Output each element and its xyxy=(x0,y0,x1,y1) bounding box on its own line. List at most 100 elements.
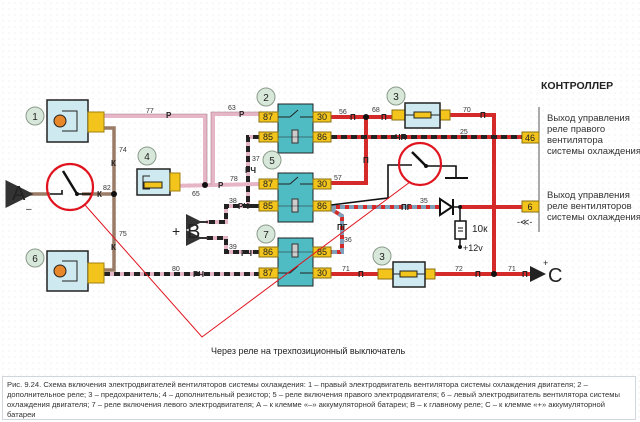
svg-text:П: П xyxy=(522,270,528,279)
svg-text:системы охлаждения: системы охлаждения xyxy=(547,212,640,223)
svg-text:35: 35 xyxy=(420,198,428,205)
svg-text:36: 36 xyxy=(344,237,352,244)
svg-text:85: 85 xyxy=(263,132,273,142)
svg-text:РЧ: РЧ xyxy=(245,166,256,175)
svg-text:К: К xyxy=(111,243,116,252)
svg-text:65: 65 xyxy=(192,191,200,198)
wire-77 xyxy=(104,114,207,185)
figure-caption: Рис. 9.24. Схема включения электродвигат… xyxy=(2,376,636,420)
motor-icon xyxy=(53,114,67,128)
wire-74-75 xyxy=(104,126,116,272)
svg-text:К: К xyxy=(111,159,116,168)
terminal-a-sign: – xyxy=(26,204,32,215)
svg-text:вентилятора: вентилятора xyxy=(547,135,604,146)
svg-text:56: 56 xyxy=(339,109,347,116)
svg-text:39: 39 xyxy=(229,244,237,251)
svg-text:86: 86 xyxy=(317,201,327,211)
svg-text:3: 3 xyxy=(393,92,399,103)
svg-text:68: 68 xyxy=(372,107,380,114)
svg-text:72: 72 xyxy=(455,266,463,273)
wire-63 xyxy=(211,112,259,185)
controller-pin-46 xyxy=(521,131,540,144)
svg-text:74: 74 xyxy=(119,147,127,154)
svg-text:реле вентиляторов: реле вентиляторов xyxy=(547,201,632,212)
svg-text:25: 25 xyxy=(460,129,468,136)
svg-text:75: 75 xyxy=(119,231,127,238)
svg-text:77: 77 xyxy=(146,108,154,115)
svg-text:П: П xyxy=(350,113,356,122)
svg-text:86: 86 xyxy=(263,247,273,257)
svg-text:П: П xyxy=(358,270,364,279)
svg-text:4: 4 xyxy=(144,152,150,163)
svg-text:ПГ: ПГ xyxy=(337,223,348,232)
svg-text:78: 78 xyxy=(230,176,238,183)
controller-pin-6 xyxy=(521,200,540,213)
terminal-b-sign: + xyxy=(172,223,180,239)
resistor-icon xyxy=(454,205,467,249)
svg-text:85: 85 xyxy=(317,247,327,257)
svg-text:86: 86 xyxy=(317,132,327,142)
wire-35-36-pg xyxy=(329,205,440,254)
svg-text:Выход управления: Выход управления xyxy=(547,190,630,201)
svg-text:Р: Р xyxy=(218,181,224,190)
motor-icon xyxy=(53,264,67,278)
brown-wires xyxy=(5,126,116,272)
svg-text:РЧ: РЧ xyxy=(238,202,249,211)
diode-icon xyxy=(439,197,460,217)
terminal-a-label: A xyxy=(12,183,26,205)
terminal-c-sign: + xyxy=(543,258,548,268)
junctions xyxy=(111,114,497,277)
svg-text:2: 2 xyxy=(263,93,269,104)
svg-text:82: 82 xyxy=(103,185,111,192)
fuse-3-bottom xyxy=(377,261,436,288)
annotation xyxy=(45,141,443,338)
fuse-3-top xyxy=(391,102,451,129)
component-numbers: 1 2 3 3 4 5 6 7 xyxy=(25,86,406,268)
connector-symbol: -≪- xyxy=(517,217,532,227)
svg-text:30: 30 xyxy=(317,179,327,189)
svg-text:71: 71 xyxy=(342,266,350,273)
svg-text:ЧП: ЧП xyxy=(395,133,407,142)
svg-text:87: 87 xyxy=(263,268,273,278)
svg-text:РЧ: РЧ xyxy=(241,249,252,258)
terminal-c-label: C xyxy=(548,265,562,287)
svg-text:5: 5 xyxy=(269,156,275,167)
pink-wires xyxy=(104,112,260,188)
svg-text:87: 87 xyxy=(263,112,273,122)
svg-text:К: К xyxy=(97,190,102,199)
svg-text:Р: Р xyxy=(239,110,245,119)
rch-wires xyxy=(104,135,259,276)
wire-65-78 xyxy=(169,182,260,188)
svg-text:Р: Р xyxy=(166,111,172,120)
svg-text:38: 38 xyxy=(229,198,237,205)
svg-text:7: 7 xyxy=(263,230,269,241)
svg-text:57: 57 xyxy=(334,175,342,182)
svg-text:30: 30 xyxy=(317,112,327,122)
svg-text:37: 37 xyxy=(252,156,260,163)
svg-text:80: 80 xyxy=(172,266,180,273)
svg-text:Выход управления: Выход управления xyxy=(547,113,630,124)
relay-7 xyxy=(258,237,332,287)
controller-title: КОНТРОЛЛЕР xyxy=(541,80,613,92)
relay-2 xyxy=(258,103,332,154)
terminal-b-label: B xyxy=(187,221,200,243)
svg-text:реле правого: реле правого xyxy=(547,124,605,135)
red-wires xyxy=(331,113,540,276)
svg-text:30: 30 xyxy=(317,268,327,278)
resistor-value: 10к xyxy=(472,224,488,235)
svg-text:РЧ: РЧ xyxy=(193,270,204,279)
svg-text:П: П xyxy=(363,156,369,165)
svg-text:ПГ: ПГ xyxy=(401,203,412,212)
svg-text:системы охлаждения: системы охлаждения xyxy=(547,146,640,157)
svg-text:70: 70 xyxy=(463,107,471,114)
svg-text:87: 87 xyxy=(263,179,273,189)
svg-text:6: 6 xyxy=(32,254,38,265)
relay-5 xyxy=(258,172,332,223)
controller-pin-46-label: 46 xyxy=(525,133,535,143)
svg-text:63: 63 xyxy=(228,105,236,112)
